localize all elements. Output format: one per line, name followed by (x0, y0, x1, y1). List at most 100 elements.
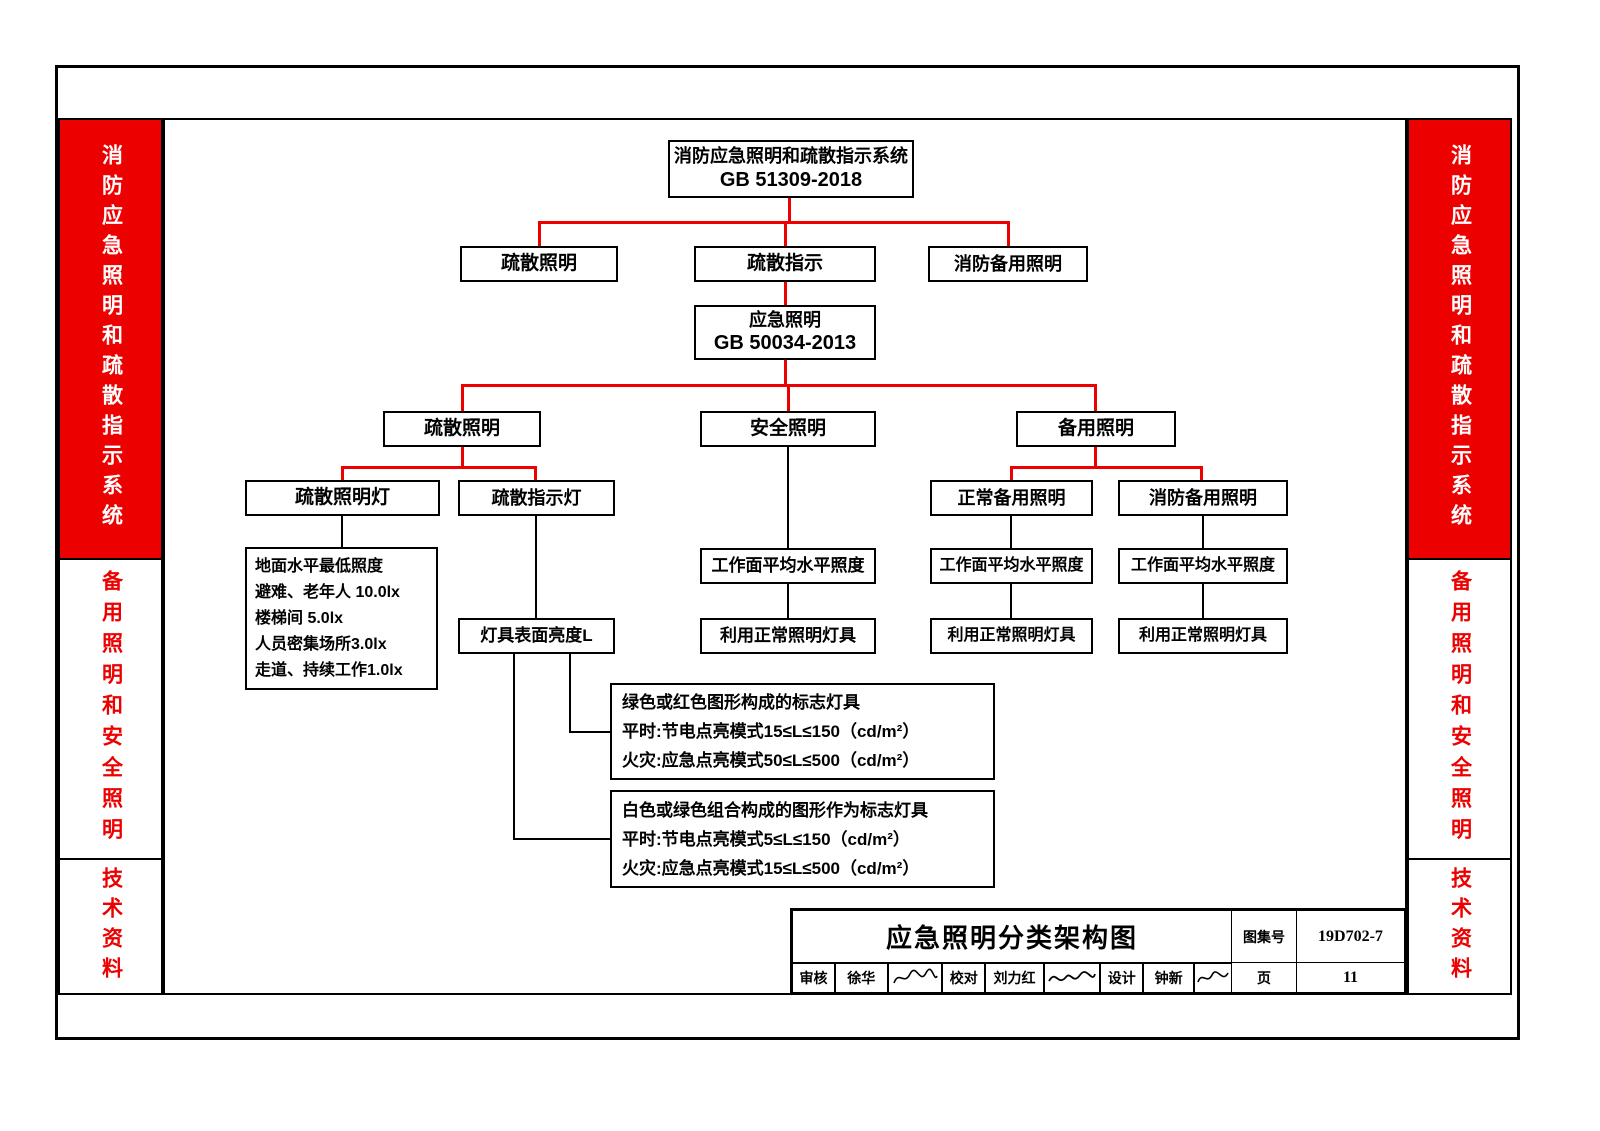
node-surface-luminance: 灯具表面亮度L (458, 618, 615, 654)
right-sidebar-system-title: 消防应急照明和疏散指示系统 (1448, 144, 1472, 534)
node-sign-green-red: 绿色或红色图形构成的标志灯具 平时:节电点亮模式15≤L≤150（cd/m²） … (610, 683, 995, 780)
connector-line (788, 198, 791, 222)
node-min-illuminance-note: 地面水平最低照度 避难、老年人 10.0lx 楼梯间 5.0lx 人员密集场所3… (245, 547, 438, 690)
node-label: 工作面平均水平照度 (711, 556, 865, 576)
connector-line (461, 447, 464, 468)
node-work-surface-illuminance: 工作面平均水平照度 (1118, 548, 1288, 584)
connector-line (535, 516, 537, 618)
atlas-number-value: 19D702-7 (1296, 910, 1405, 963)
connector-line (513, 654, 515, 840)
connector-line (1010, 466, 1203, 469)
left-sidebar-backup-title: 备用照明和安全照明 (99, 569, 123, 849)
note-line: 地面水平最低照度 (255, 557, 384, 575)
connector-line (341, 466, 344, 480)
node-use-normal-luminaires: 利用正常照明灯具 (930, 618, 1093, 654)
connector-line (1094, 384, 1097, 411)
note-line: 火灾:应急点亮模式15≤L≤500（cd/m²） (622, 858, 920, 878)
node-root-standard: 消防应急照明和疏散指示系统 GB 51309-2018 (668, 140, 914, 198)
node-label: 利用正常照明灯具 (720, 626, 856, 646)
note-line: 人员密集场所3.0lx (255, 635, 387, 653)
right-sidebar-backup-band: 备用照明和安全照明 (1407, 558, 1512, 860)
connector-line (784, 282, 787, 305)
designer-name: 钟新 (1143, 963, 1194, 993)
connector-line (1200, 466, 1203, 480)
connector-line (538, 221, 541, 246)
note-line: 火灾:应急点亮模式50≤L≤500（cd/m²） (622, 751, 920, 770)
connector-line (534, 466, 537, 480)
node-label: 灯具表面亮度L (480, 626, 593, 646)
node-evacuation-indication-l2: 疏散指示 (694, 246, 876, 282)
node-root-code: GB 51309-2018 (719, 168, 863, 191)
drawing-title: 应急照明分类架构图 (792, 910, 1232, 963)
connector-line (1202, 516, 1204, 548)
left-sidebar-tech-title: 技术资料 (99, 866, 123, 987)
left-sidebar-tech-band: 技术资料 (58, 858, 163, 995)
page-label: 页 (1231, 962, 1297, 993)
signature-scribble (893, 968, 938, 984)
reviewer-signature (887, 963, 943, 993)
node-label: 工作面平均水平照度 (939, 557, 1084, 574)
node-std2-code: GB 50034-2013 (713, 332, 857, 355)
connector-line (1202, 584, 1204, 618)
outer-frame (55, 65, 1520, 1040)
node-label: 疏散照明灯 (294, 487, 390, 509)
node-label: 工作面平均水平照度 (1130, 557, 1275, 574)
note-line: 平时:节电点亮模式5≤L≤150（cd/m²） (622, 829, 910, 849)
node-root-title: 消防应急照明和疏散指示系统 (674, 146, 908, 167)
note-line: 避难、老年人 10.0lx (255, 583, 400, 601)
node-label: 利用正常照明灯具 (1138, 627, 1267, 644)
right-sidebar-system-band: 消防应急照明和疏散指示系统 (1407, 118, 1512, 560)
connector-line (787, 384, 790, 411)
signature-scribble (1197, 971, 1229, 983)
left-sidebar-system-band: 消防应急照明和疏散指示系统 (58, 118, 163, 560)
connector-line (1007, 221, 1010, 246)
signature-scribble (1048, 971, 1096, 982)
node-label: 备用照明 (1057, 418, 1134, 440)
checker-signature (1043, 963, 1101, 993)
connector-line (569, 731, 612, 733)
node-label: 消防备用照明 (1149, 487, 1257, 508)
connector-line (513, 838, 612, 840)
node-evacuation-lighting-l2: 疏散照明 (460, 246, 618, 282)
connector-line (341, 466, 537, 469)
right-sidebar-tech-title: 技术资料 (1448, 866, 1472, 987)
connector-line (461, 384, 464, 411)
atlas-number-label: 图集号 (1231, 910, 1297, 963)
node-backup-lighting-l3: 备用照明 (1016, 411, 1176, 447)
node-label: 疏散照明 (423, 418, 500, 440)
node-evacuation-luminaire: 疏散照明灯 (245, 480, 440, 516)
connector-line (341, 516, 343, 547)
note-line: 白色或绿色组合构成的图形作为标志灯具 (622, 800, 928, 820)
connector-line (1010, 466, 1013, 480)
node-use-normal-luminaires: 利用正常照明灯具 (1118, 618, 1288, 654)
left-sidebar-system-title: 消防应急照明和疏散指示系统 (99, 144, 123, 534)
note-line: 绿色或红色图形构成的标志灯具 (622, 693, 860, 712)
note-line: 走道、持续工作1.0lx (255, 661, 403, 679)
node-label: 利用正常照明灯具 (947, 627, 1076, 644)
right-sidebar-tech-band: 技术资料 (1407, 858, 1512, 995)
connector-line (787, 584, 789, 618)
note-line: 楼梯间 5.0lx (255, 609, 344, 627)
left-sidebar-backup-band: 备用照明和安全照明 (58, 558, 163, 860)
design-label: 设计 (1100, 963, 1144, 993)
review-label: 审核 (792, 963, 835, 993)
note-line: 平时:节电点亮模式15≤L≤150（cd/m²） (622, 722, 920, 741)
node-label: 消防备用照明 (954, 253, 1062, 274)
title-block: 应急照明分类架构图 图集号 19D702-7 审核 徐华 校对 刘力红 设计 钟… (790, 908, 1407, 995)
node-normal-backup-lighting: 正常备用照明 (930, 480, 1093, 516)
connector-line (538, 221, 1010, 224)
check-label: 校对 (942, 963, 986, 993)
reviewer-name: 徐华 (834, 963, 888, 993)
page-number: 11 (1296, 962, 1405, 993)
node-std2-title: 应急照明 (749, 309, 821, 330)
node-label: 疏散指示灯 (491, 487, 582, 508)
connector-line (1094, 447, 1097, 468)
checker-name: 刘力红 (985, 963, 1044, 993)
node-safety-lighting-l3: 安全照明 (700, 411, 876, 447)
node-label: 疏散照明 (500, 253, 577, 275)
node-work-surface-illuminance: 工作面平均水平照度 (700, 548, 876, 584)
connector-line (784, 360, 787, 385)
connector-line (1010, 516, 1012, 548)
node-label: 安全照明 (749, 418, 826, 440)
